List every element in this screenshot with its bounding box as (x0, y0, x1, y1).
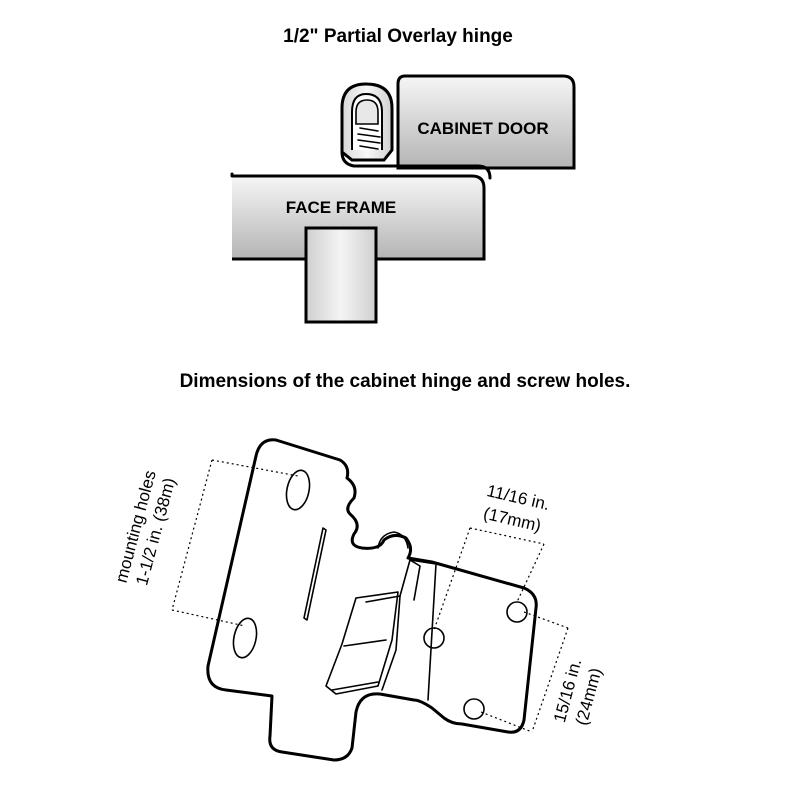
mounting-hole-top (285, 469, 311, 511)
screw-hole-upper-right (506, 601, 528, 623)
screw-hole-lower-right (463, 698, 485, 720)
mounting-hole-bottom (232, 617, 258, 659)
hinge-side-view (340, 82, 492, 180)
hinge-top-view (206, 438, 538, 762)
screw-hole-center (423, 627, 445, 649)
dimension-screw-spacing-side: 15/16 in. (24mm) (480, 611, 605, 733)
top-diagram-title: 1/2" Partial Overlay hinge (283, 26, 513, 47)
cabinet-door: CABINET DOOR (396, 74, 576, 170)
cabinet-door-label: CABINET DOOR (417, 119, 548, 138)
face-frame: FACE FRAME (230, 172, 486, 261)
dimension-screw-spacing-top: 11/16 in. (17mm) (433, 481, 552, 631)
bottom-diagram-title: Dimensions of the cabinet hinge and scre… (180, 371, 631, 392)
mounting-block (304, 226, 378, 324)
face-frame-label: FACE FRAME (286, 198, 397, 217)
dimension-mounting-holes: mounting holes 1-1/2 in. (38m) (112, 459, 299, 627)
